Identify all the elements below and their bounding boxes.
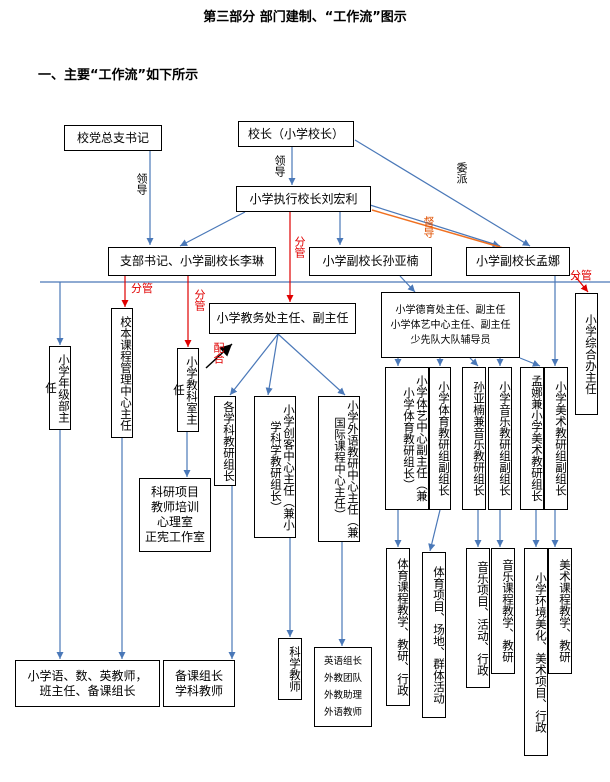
staff-foreign-assistant: 外教助理 <box>323 690 362 701</box>
section-subtitle: 一、主要“工作流”如下所示 <box>38 68 199 83</box>
label-divide-1: 分管 <box>293 236 306 258</box>
party-secretary-box: 校党总支书记 <box>64 125 162 151</box>
grade-head-box: 小学年级部主任 <box>44 346 71 430</box>
music-curriculum-box: 音乐课程教学、教研 <box>491 548 515 674</box>
label-supervise: 督导 <box>422 216 435 238</box>
moral-line-3: 少先队大队辅导员 <box>410 334 491 346</box>
vice-sun-box: 小学副校长孙亚楠 <box>309 247 432 276</box>
branch-secretary-box: 支部书记、小学副校长李琳 <box>108 247 276 276</box>
principal-box: 校长（小学校长） <box>238 121 354 147</box>
prep-line-2: 学科教师 <box>174 683 223 698</box>
general-office-box: 小学综合办主任 <box>575 293 598 415</box>
task-training: 教师培训 <box>150 500 199 514</box>
science-center-box: 小学创客中心主任（兼小学科学教研组长） <box>254 396 296 538</box>
label-lead-branch: 领导 <box>135 173 148 195</box>
art-team-box: 小学美术教研组副组长 <box>544 367 568 510</box>
coordinate-arrow <box>205 343 233 369</box>
label-divide-2: 分管 <box>131 282 153 295</box>
prep-leaders-box: 备课组长 学科教师 <box>163 660 235 707</box>
orange-supervise-line <box>371 209 511 251</box>
teachers-line-2: 班主任、备课组长 <box>39 683 136 698</box>
art-curriculum-box: 美术课程教学、教研 <box>548 548 572 674</box>
page-title: 第三部分 部门建制、“工作流”图示 <box>203 10 407 25</box>
foreign-center-box: 小学外语教研中心主任（兼国际课程中心主任） <box>318 396 360 542</box>
research-office-box: 小学教科室主任 <box>172 348 199 432</box>
label-delegate: 委派 <box>455 162 468 184</box>
vice-meng-box: 小学副校长孟娜 <box>466 247 570 276</box>
pe-vice-box: 小学体艺中心副主任（兼小学体育教研组长） <box>385 367 429 510</box>
science-teacher-box: 科学教师 <box>278 638 302 700</box>
art-lead-box: 孟娜兼小学美术教研组长 <box>520 367 544 510</box>
pe-projects-box: 体育项目、场地、群体活动 <box>422 552 446 718</box>
label-divide-4: 分管 <box>570 269 592 282</box>
label-lead: 领导 <box>273 155 286 177</box>
music-projects-box: 音乐项目、活动、行政 <box>466 548 490 688</box>
task-studio: 正宪工作室 <box>144 530 205 544</box>
exec-principal-box: 小学执行校长刘宏利 <box>236 186 371 212</box>
label-divide-3: 分管 <box>193 289 206 311</box>
academic-affairs-box: 小学教务处主任、副主任 <box>209 303 356 334</box>
task-psychology: 心理室 <box>156 515 193 529</box>
prep-line-1: 备课组长 <box>174 668 223 683</box>
curriculum-center-box: 校本课程管理中心主任 <box>111 308 133 438</box>
teachers-line-1: 小学语、数、英教师， <box>27 668 148 683</box>
moral-line-1: 小学德育处主任、副主任 <box>395 304 506 316</box>
staff-english-lead: 英语组长 <box>323 656 362 667</box>
research-tasks-box: 科研项目 教师培训 心理室 正宪工作室 <box>139 478 211 552</box>
moral-education-box: 小学德育处主任、副主任 小学体艺中心主任、副主任 少先队大队辅导员 <box>381 292 520 358</box>
foreign-staff-box: 英语组长 外教团队 外教助理 外语教师 <box>314 647 372 727</box>
art-environment-box: 小学环境美化、美术项目、行政 <box>524 548 548 756</box>
teachers-box: 小学语、数、英教师， 班主任、备课组长 <box>15 660 160 707</box>
music-team-box: 小学音乐教研组副组长 <box>488 367 512 510</box>
pe-team-box: 小学体育教研组副组长 <box>429 367 451 510</box>
subject-leaders-box: 各学科教研组长 <box>214 396 236 486</box>
task-research: 科研项目 <box>150 485 199 499</box>
staff-foreign-teachers: 外语教师 <box>323 707 362 718</box>
pe-curriculum-box: 体育课程教学、教研、行政 <box>386 548 410 706</box>
staff-foreign-team: 外教团队 <box>323 673 362 684</box>
moral-line-2: 小学体艺中心主任、副主任 <box>390 319 511 331</box>
music-lead-box: 孙亚楠兼音乐教研组长 <box>462 367 486 510</box>
label-coordinate: 配合 <box>212 342 225 364</box>
